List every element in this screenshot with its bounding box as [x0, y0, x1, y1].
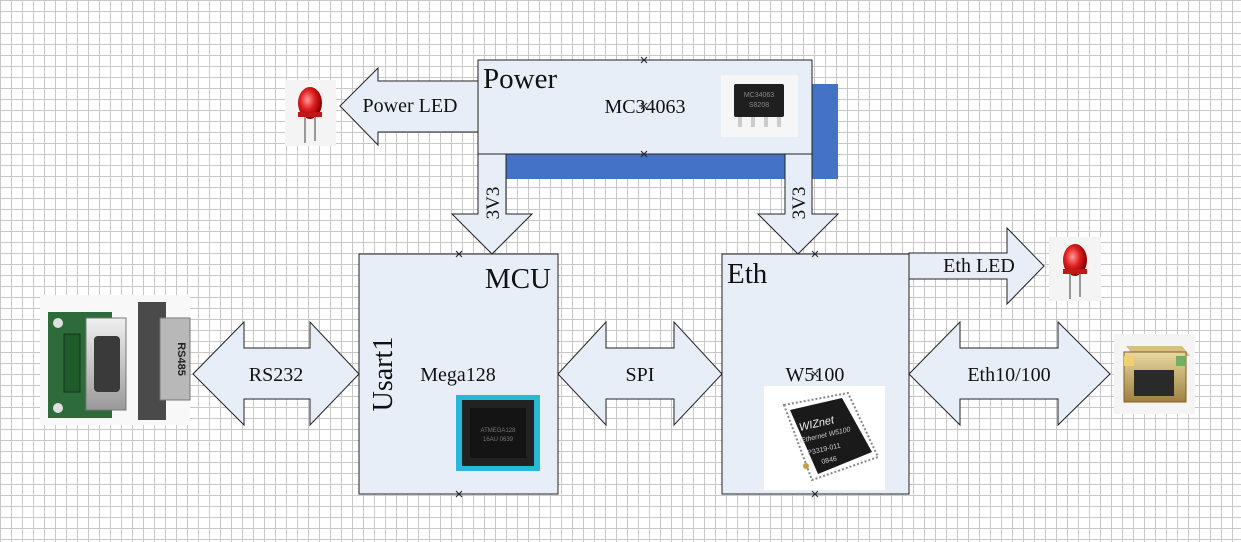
eth-title: Eth [727, 258, 768, 290]
3v3-to-mcu-arrow [450, 153, 534, 255]
power-title: Power [483, 63, 557, 95]
rj45-jack-image [1114, 334, 1195, 414]
power-led-label: Power LED [363, 95, 458, 117]
mcu-usart1-label: Usart1 [368, 337, 399, 412]
mc34063-chip-image: MC34063 S8208 [721, 75, 798, 137]
svg-text:MC34063: MC34063 [744, 92, 774, 99]
spi-label: SPI [626, 364, 655, 386]
eth-led-image [1049, 237, 1101, 301]
svg-text:S8208: S8208 [749, 102, 769, 109]
w5100-chip-image: WIZnet iEthernet W5100 P3319-011 0846 [764, 386, 885, 490]
rs232-arrow [192, 320, 360, 427]
connection-markers [455, 56, 819, 498]
eth10-100-arrow [908, 320, 1111, 427]
rs485-marking: RS485 [175, 342, 187, 376]
eth-led-label: Eth LED [943, 255, 1015, 277]
eth-chip-label: W5100 [786, 364, 845, 386]
wiznet-line4: 0846 [821, 456, 838, 466]
3v3-to-eth-arrow [756, 153, 840, 255]
3v3-to-mcu-label: 3V3 [483, 187, 504, 220]
svg-text:16AU 0639: 16AU 0639 [483, 437, 514, 443]
3v3-to-eth-label: 3V3 [789, 187, 810, 220]
mcu-chip-label: Mega128 [420, 364, 496, 386]
mega128-chip-image: ATMEGA128 16AU 0639 [456, 395, 540, 471]
power-led-image [285, 80, 336, 146]
rs232-label: RS232 [249, 364, 303, 386]
mcu-title: MCU [485, 263, 551, 295]
svg-text:ATMEGA128: ATMEGA128 [481, 428, 517, 434]
rs485-module-image: RS485 [40, 295, 191, 425]
eth10-100-label: Eth10/100 [967, 364, 1050, 386]
eth-led-arrow [908, 226, 1045, 306]
power-led-arrow [339, 66, 479, 147]
